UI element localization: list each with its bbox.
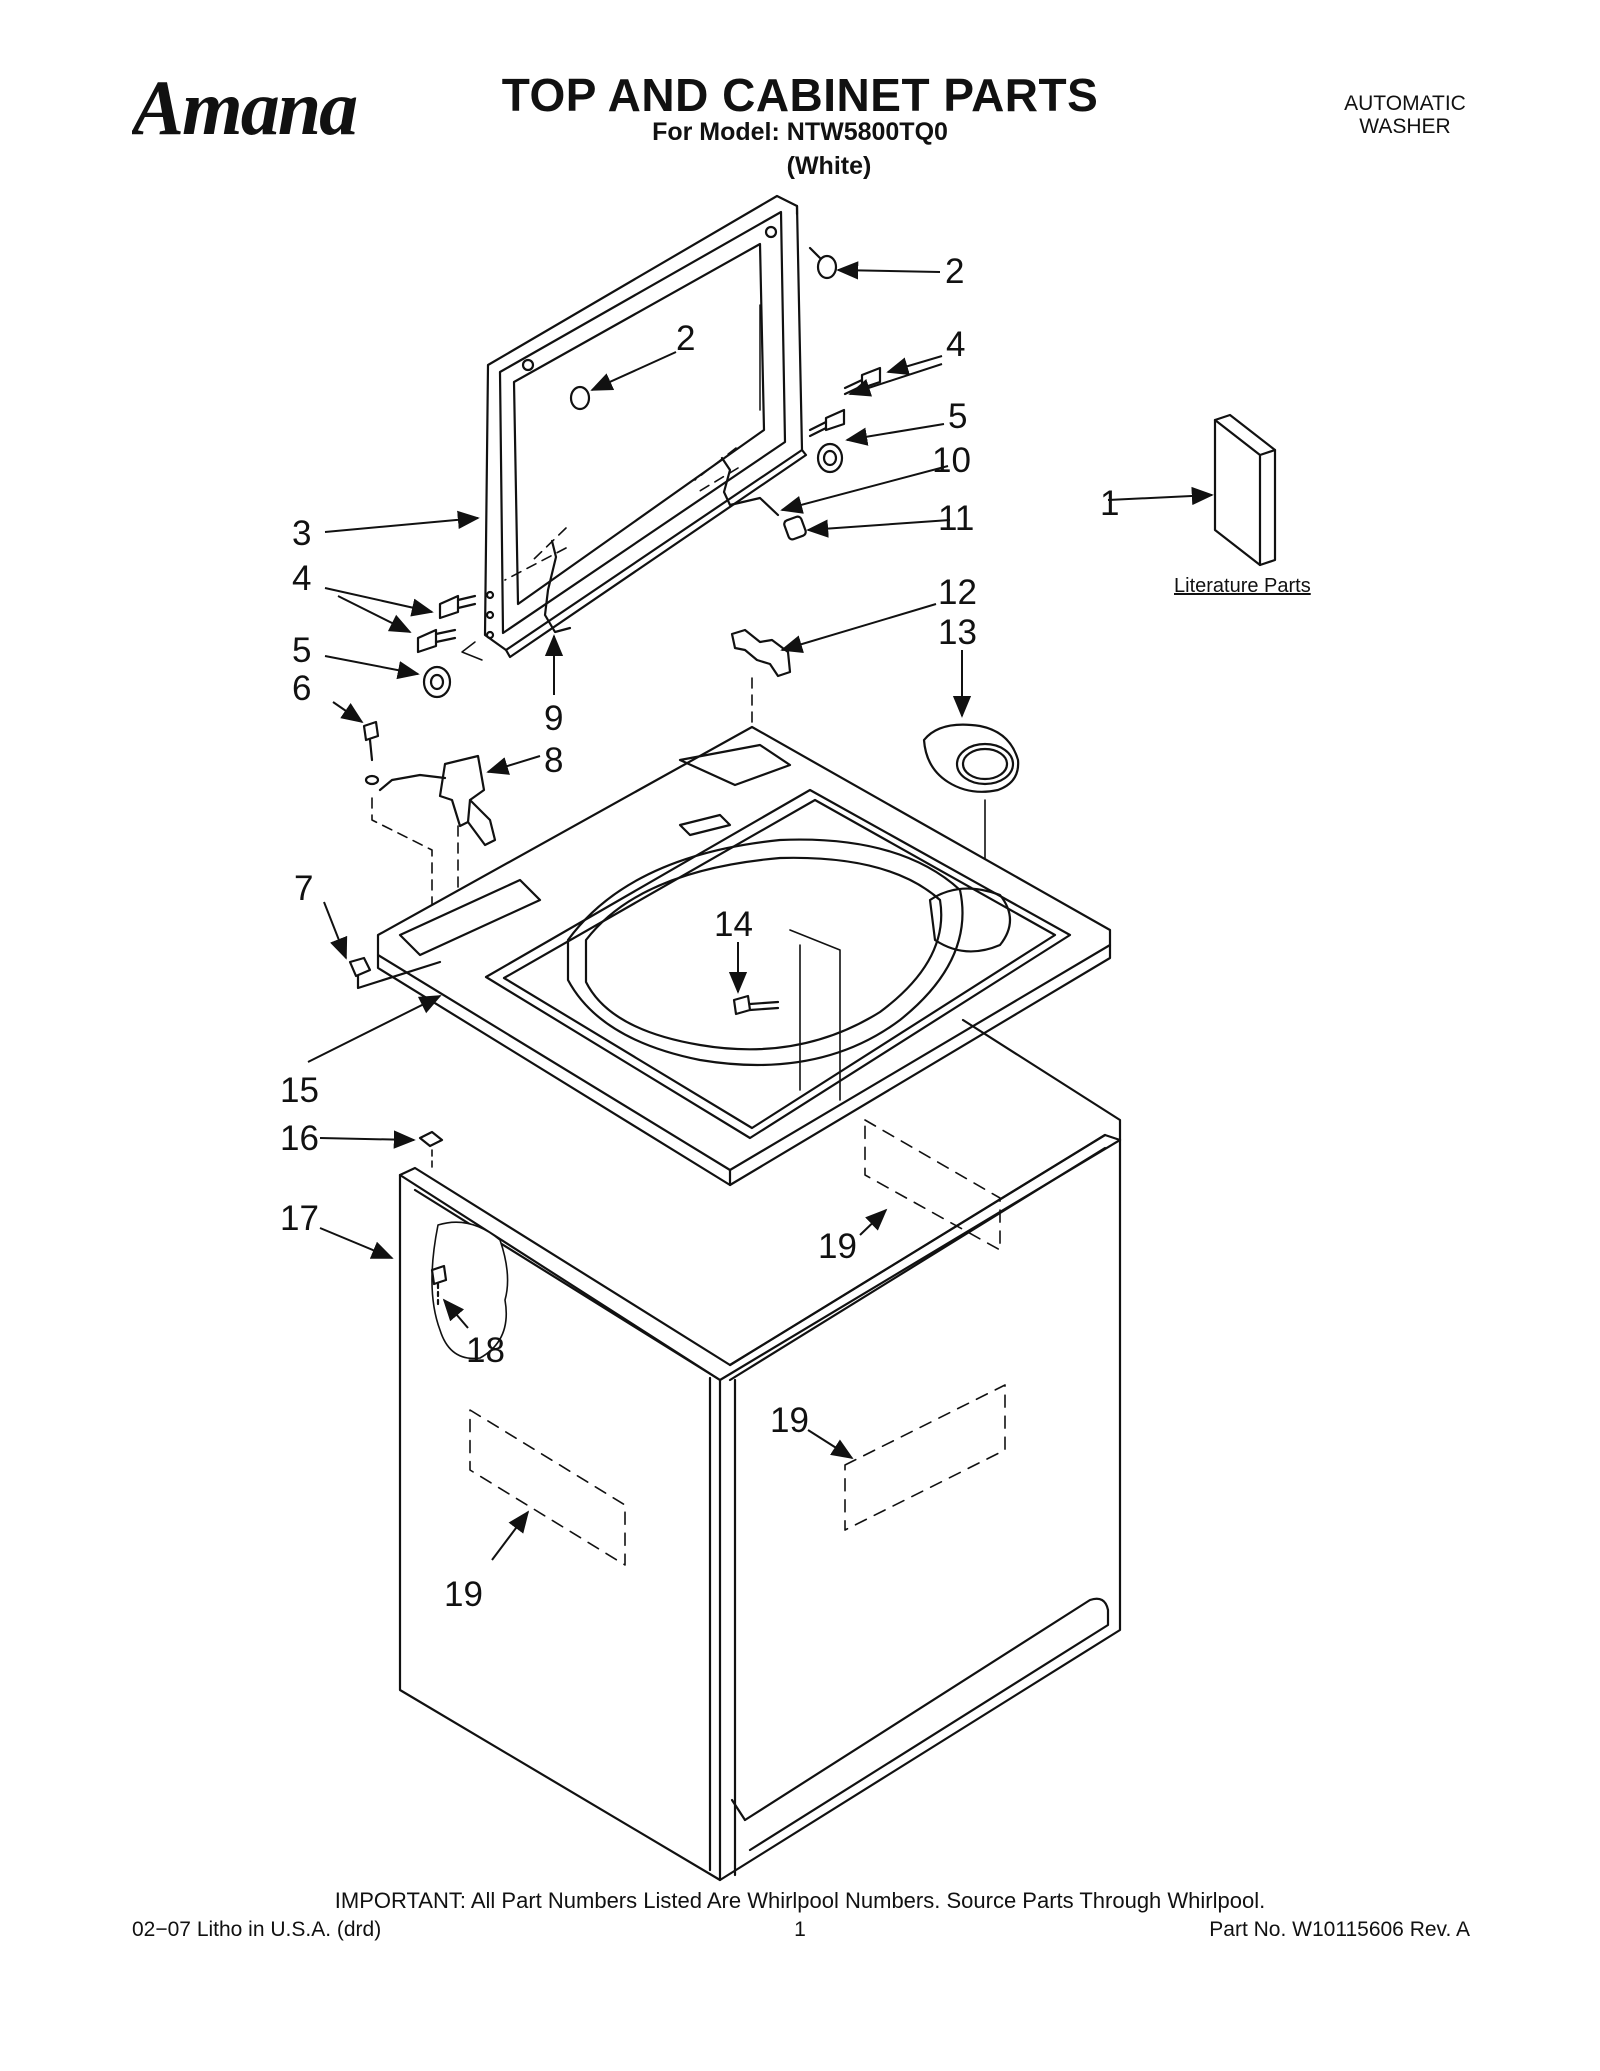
hinge-screw-right-2 — [808, 408, 846, 438]
color-line: (White) — [786, 152, 872, 180]
screw-6 — [362, 720, 380, 786]
hinge-bushing-11 — [783, 515, 807, 541]
callout-8-lid-switch: 8 — [544, 741, 563, 780]
model-line: For Model: NTW5800TQ0 — [652, 118, 948, 146]
literature-booklet — [1213, 413, 1277, 567]
callout-10-hinge-rod: 10 — [932, 441, 971, 480]
hinge-bumper-right — [816, 442, 844, 474]
litho-info: 02−07 Litho in U.S.A. (drd) — [132, 1918, 382, 1941]
important-note: IMPORTANT: All Part Numbers Listed Are W… — [334, 1888, 1266, 1913]
callout-13-fill-funnel: 13 — [938, 613, 977, 652]
page-number: 1 — [794, 1918, 806, 1941]
callout-11-bushing: 11 — [938, 499, 974, 538]
lid-bumper-top-right — [808, 246, 838, 280]
callout-7-clip: 7 — [294, 869, 313, 908]
callout-5-hinge-bumper-right: 5 — [948, 397, 967, 436]
clip-16 — [418, 1130, 444, 1171]
callout-2-lid-bumper-left: 2 — [676, 319, 695, 358]
hinge-rod-9 — [543, 539, 572, 634]
hinge-rod-10 — [720, 456, 780, 517]
cabinet-cutaway — [430, 1221, 509, 1360]
page-title: TOP AND CABINET PARTS — [501, 69, 1099, 121]
callout-5-hinge-bumper-left: 5 — [292, 631, 311, 670]
hinge-screw-left-1 — [438, 594, 477, 620]
callout-1-literature: 1 — [1100, 484, 1119, 523]
callout-16-clip: 16 — [280, 1119, 319, 1158]
lid-switch-8 — [378, 754, 497, 847]
callout-19-label-right: 19 — [770, 1401, 809, 1440]
clip-7 — [348, 956, 442, 990]
callout-3-lid: 3 — [292, 514, 311, 553]
fill-funnel-13 — [922, 723, 1020, 793]
callout-18-screw: 18 — [466, 1331, 505, 1370]
callout-4-hinge-screw-right: 4 — [946, 325, 965, 364]
hinge-screw-left-2 — [416, 628, 457, 654]
cabinet-17 — [398, 1018, 1122, 1882]
product-type-line1: AUTOMATIC — [1344, 92, 1466, 115]
literature-parts-label: Literature Parts — [1174, 575, 1311, 597]
callout-19-label-front: 19 — [444, 1575, 483, 1614]
hinge-bumper-left — [422, 665, 452, 699]
lid-bumper-top-left — [569, 385, 591, 411]
wire-clip-12 — [730, 628, 792, 678]
callout-4-hinge-screw-left: 4 — [292, 559, 311, 598]
callout-19-label-rear: 19 — [818, 1227, 857, 1266]
top-panel-15 — [376, 725, 1112, 1187]
product-type-line2: WASHER — [1359, 115, 1451, 138]
callout-17-cabinet: 17 — [280, 1199, 319, 1238]
callout-9-hinge-rod: 9 — [544, 699, 563, 738]
callout-2-lid-bumper: 2 — [945, 252, 964, 291]
callout-14-screw: 14 — [714, 905, 753, 944]
callout-12-wire-clip: 12 — [938, 573, 977, 612]
callout-15-top-panel: 15 — [280, 1071, 319, 1110]
brand-logotype: Amana — [132, 64, 357, 151]
lid-part — [483, 194, 808, 659]
screw-14 — [732, 994, 780, 1016]
callout-6-screw: 6 — [292, 669, 311, 708]
amana-logo: Amana — [132, 64, 359, 151]
product-type: AUTOMATIC WASHER — [1280, 92, 1530, 138]
part-number: Part No. W10115606 Rev. A — [1209, 1918, 1470, 1941]
